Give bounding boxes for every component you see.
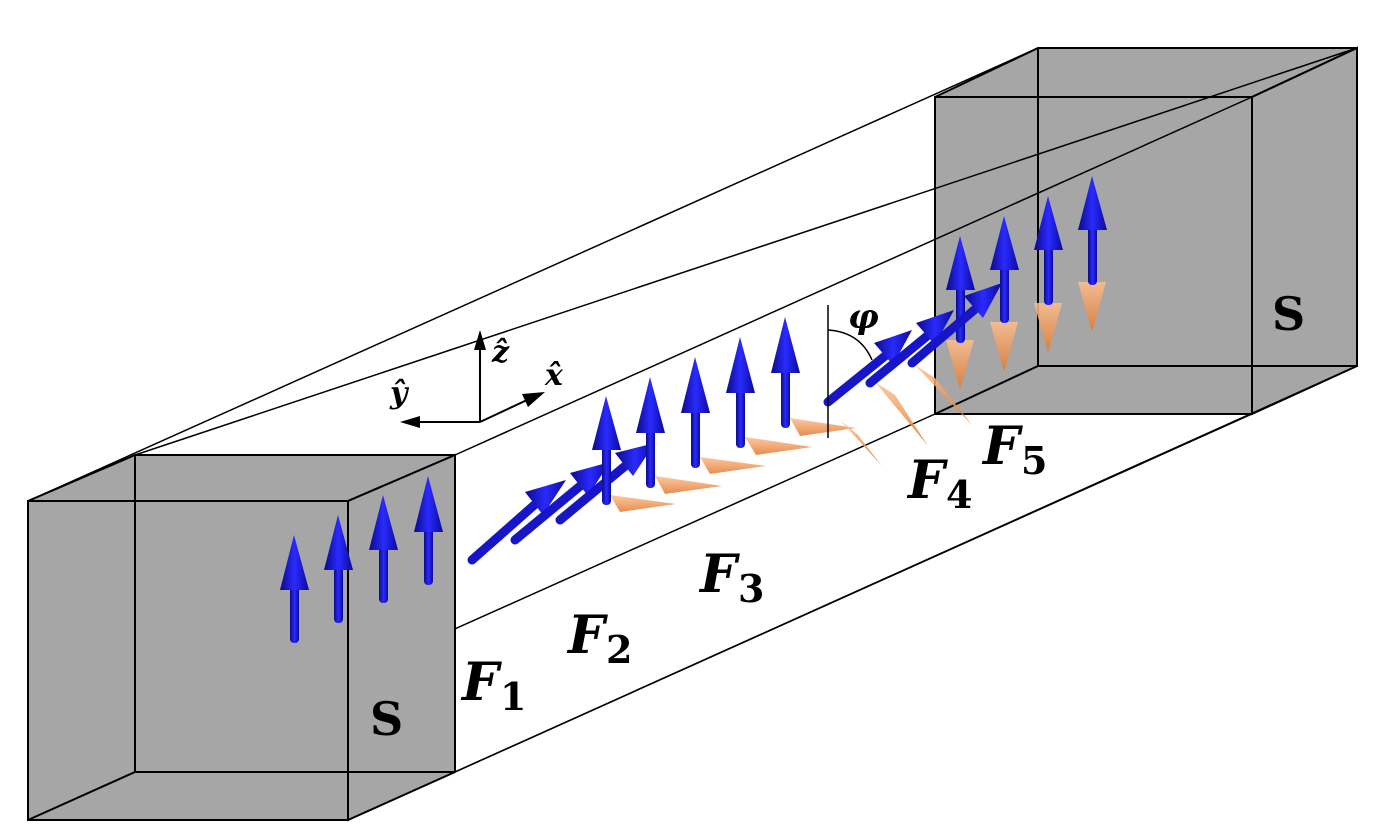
right-s-spin-arrows bbox=[946, 176, 1107, 390]
blue-arrow-icon bbox=[467, 480, 566, 565]
blue-arrow-icon bbox=[414, 476, 443, 585]
z-axis-label: ẑ bbox=[491, 335, 510, 370]
left-superconductor-block bbox=[27, 453, 456, 822]
svg-text:4: 4 bbox=[946, 472, 972, 517]
blue-arrow-icon bbox=[823, 330, 912, 407]
f3-label: F 3 bbox=[698, 544, 764, 611]
f2-label: F 2 bbox=[566, 605, 632, 672]
blue-arrow-icon bbox=[771, 317, 800, 428]
f4-label: F 4 bbox=[906, 450, 972, 517]
svg-text:3: 3 bbox=[738, 566, 764, 611]
right-s-label: S bbox=[1272, 287, 1305, 341]
angle-phi-label: φ bbox=[848, 297, 879, 337]
svg-text:F: F bbox=[566, 605, 608, 666]
svg-text:F: F bbox=[460, 652, 502, 713]
angle-phi-indicator bbox=[827, 305, 873, 438]
left-s-spin-arrows bbox=[280, 476, 443, 643]
svg-text:F: F bbox=[981, 416, 1023, 477]
f5-label: F 5 bbox=[981, 416, 1047, 483]
blue-arrow-icon bbox=[681, 357, 710, 468]
blue-arrow-icon bbox=[592, 396, 621, 505]
orange-cone-icon bbox=[946, 282, 1106, 390]
y-axis-label: ŷ bbox=[389, 376, 410, 411]
blue-arrow-icon bbox=[510, 462, 610, 545]
coordinate-axes bbox=[400, 330, 545, 428]
f1-label: F 1 bbox=[460, 652, 526, 719]
blue-arrow-icon bbox=[1034, 196, 1063, 305]
x-axis-label: x̂ bbox=[544, 358, 564, 393]
blue-arrow-icon bbox=[726, 337, 755, 448]
blue-arrow-icon bbox=[1078, 176, 1107, 285]
svg-text:F: F bbox=[698, 544, 740, 605]
blue-arrow-icon bbox=[324, 515, 353, 623]
blue-arrow-icon bbox=[865, 310, 954, 388]
svg-text:1: 1 bbox=[500, 674, 526, 719]
svg-text:5: 5 bbox=[1021, 438, 1047, 483]
blue-arrow-icon bbox=[636, 377, 665, 488]
left-s-label: S bbox=[370, 692, 403, 746]
orange-cone-icon bbox=[610, 365, 972, 512]
svg-text:F: F bbox=[906, 450, 948, 511]
blue-arrow-icon bbox=[280, 535, 309, 643]
blue-arrow-icon bbox=[990, 216, 1019, 323]
ferromagnet-spin-texture bbox=[467, 283, 1002, 565]
blue-arrow-icon bbox=[907, 283, 1002, 368]
svg-text:2: 2 bbox=[606, 627, 632, 672]
blue-arrow-icon bbox=[369, 495, 398, 603]
right-superconductor-block bbox=[934, 46, 1358, 416]
blue-arrow-icon bbox=[555, 443, 655, 525]
